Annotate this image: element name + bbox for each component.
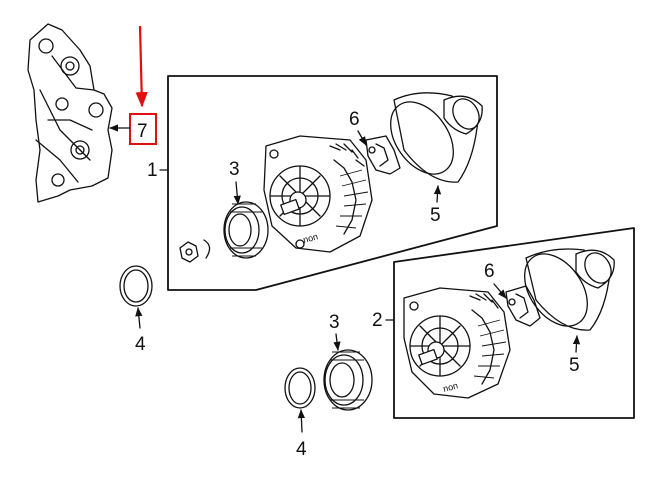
regulator-2 [505,285,541,327]
callout-6b-label: 6 [484,261,495,282]
callout-4b-label: 4 [296,439,307,460]
callout-4a-label: 4 [135,334,146,355]
rear-cover-2 [524,248,615,331]
callout-7-group: 7 [109,25,157,145]
regulator-1 [365,135,401,175]
nut-washer-1 [179,239,211,263]
alternator-1: non [263,135,373,253]
callout-7-label: 7 [137,121,148,142]
callout-3a-label: 3 [229,159,240,180]
callout-5a-label: 5 [430,205,441,226]
assembly-1-frame [167,75,498,291]
housing-stamp-1: non [302,231,319,245]
callout-1-label: 1 [147,160,158,181]
gasket-ring-2 [284,367,316,409]
assembly-2-frame [393,227,635,419]
alternator-2: non [403,287,511,399]
callout-3b-label: 3 [329,312,340,333]
pulley-2 [323,349,373,411]
pulley-1 [223,201,269,259]
gasket-ring-1 [119,265,153,307]
mounting-bracket [27,23,113,203]
red-pointer-arrow [135,25,148,108]
callout-6a-label: 6 [349,109,360,130]
callout-5b-label: 5 [569,355,580,376]
callout-2-label: 2 [372,310,383,331]
housing-stamp-2: non [442,380,459,394]
callout-7-highlight-box [129,113,157,145]
rear-cover-1 [390,92,483,183]
